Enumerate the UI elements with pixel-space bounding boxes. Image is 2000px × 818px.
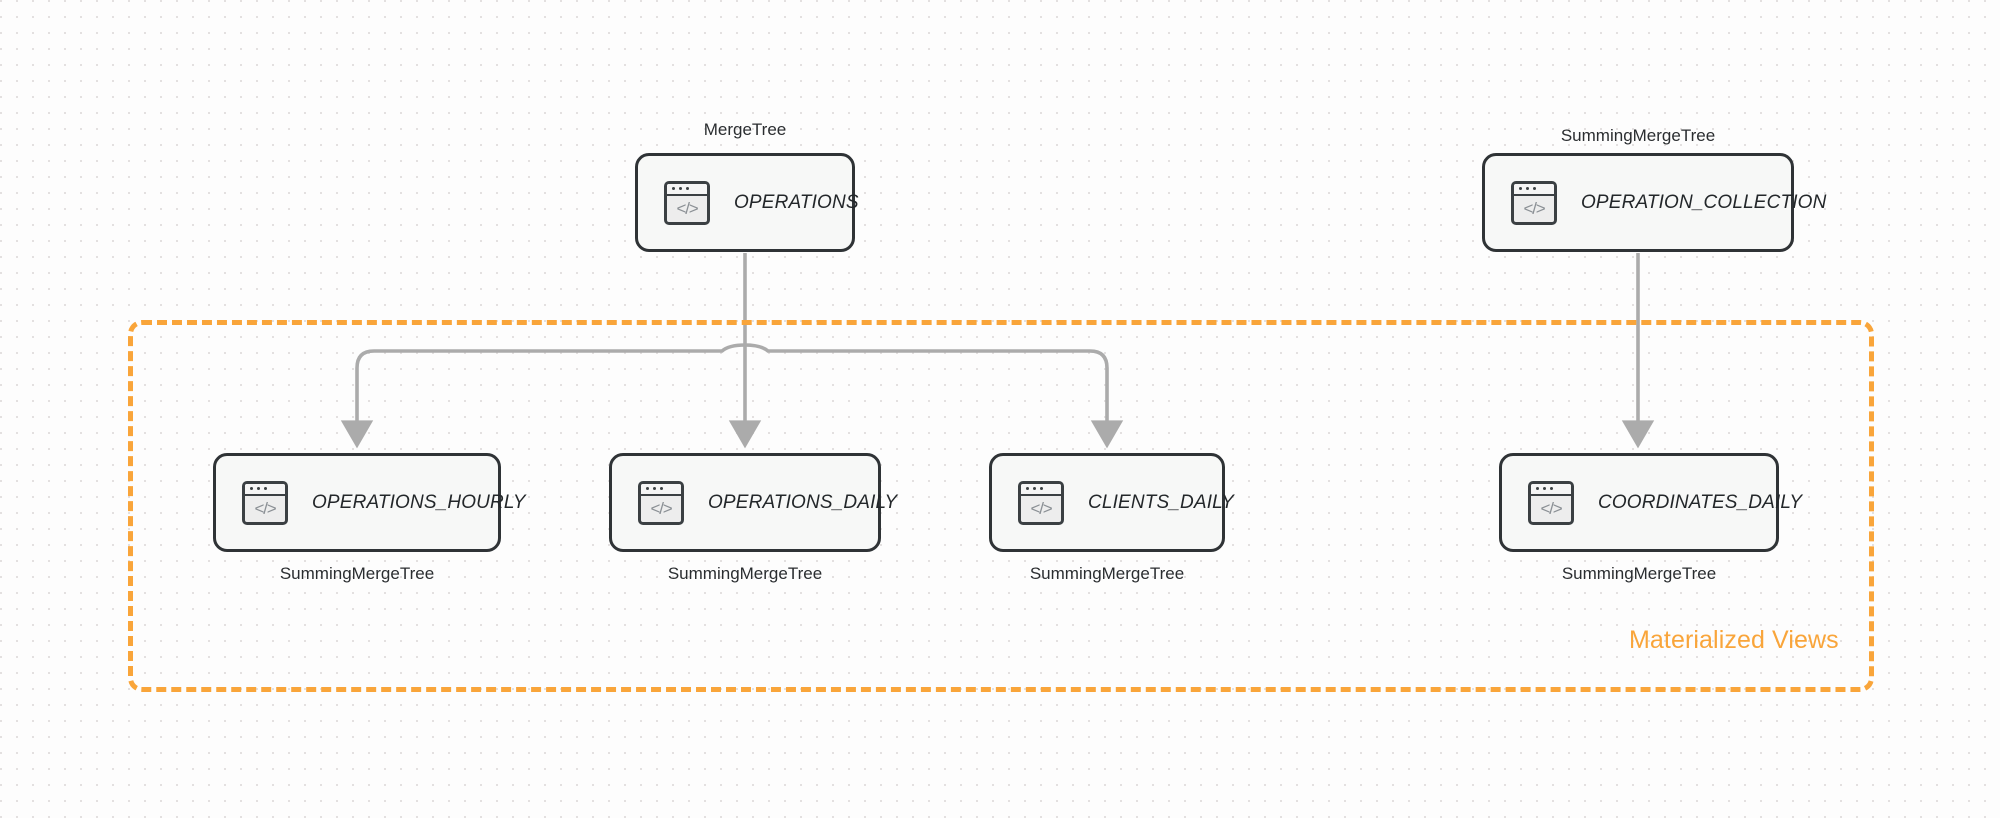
window-dot xyxy=(1039,486,1044,491)
node-card[interactable]: </> OPERATION_COLLECTION xyxy=(1482,153,1826,252)
code-window-icon: </> xyxy=(638,480,684,525)
window-dot xyxy=(1525,186,1530,191)
materialized-views-caption: Materialized Views xyxy=(1629,626,1839,654)
node-clients-daily[interactable]: </> CLIENTS_DAILY xyxy=(989,453,1234,552)
window-title-bar xyxy=(245,483,285,496)
node-card[interactable]: </> CLIENTS_DAILY xyxy=(989,453,1234,552)
code-window-icon: </> xyxy=(1511,180,1557,225)
window-title-bar xyxy=(641,483,681,496)
window-dot xyxy=(659,486,664,491)
window-dot xyxy=(646,486,650,491)
node-label: OPERATIONS xyxy=(734,191,859,213)
engine-caption-operations-daily: SummingMergeTree xyxy=(667,564,823,583)
engine-caption-operations-hourly: SummingMergeTree xyxy=(279,564,435,583)
window-dot xyxy=(256,486,261,491)
node-card[interactable]: </> OPERATIONS xyxy=(635,153,859,252)
window-dot xyxy=(1026,486,1030,491)
engine-caption-operation-collection: SummingMergeTree xyxy=(1560,126,1716,145)
code-window-icon: </> xyxy=(1528,480,1574,525)
node-label: COORDINATES_DAILY xyxy=(1598,491,1803,513)
code-glyph: </> xyxy=(254,498,277,518)
window-dot xyxy=(1519,186,1523,191)
window-dot xyxy=(652,486,657,491)
code-window-icon: </> xyxy=(242,480,288,525)
window-dot xyxy=(672,186,676,191)
window-dot xyxy=(685,186,690,191)
window-title-bar xyxy=(1021,483,1061,496)
window-dot xyxy=(1536,486,1540,491)
window-dot xyxy=(1032,486,1037,491)
node-label: OPERATION_COLLECTION xyxy=(1581,191,1827,213)
window-dot xyxy=(1542,486,1547,491)
window-title-bar xyxy=(667,183,707,196)
code-window-icon: </> xyxy=(1018,480,1064,525)
node-card[interactable]: </> COORDINATES_DAILY xyxy=(1499,453,1802,552)
node-coordinates-daily[interactable]: </> COORDINATES_DAILY xyxy=(1499,453,1802,552)
node-card[interactable]: </> OPERATIONS_DAILY xyxy=(609,453,897,552)
window-title-bar xyxy=(1514,183,1554,196)
window-dot xyxy=(263,486,268,491)
node-label: OPERATIONS_HOURLY xyxy=(312,491,526,513)
code-window-icon: </> xyxy=(664,180,710,225)
code-glyph: </> xyxy=(1030,498,1053,518)
engine-caption-operations: MergeTree xyxy=(703,120,787,139)
window-dot xyxy=(250,486,254,491)
code-glyph: </> xyxy=(676,198,699,218)
window-dot xyxy=(678,186,683,191)
code-glyph: </> xyxy=(650,498,673,518)
window-title-bar xyxy=(1531,483,1571,496)
window-dot xyxy=(1549,486,1554,491)
node-operations-hourly[interactable]: </> OPERATIONS_HOURLY xyxy=(213,453,526,552)
node-operations-daily[interactable]: </> OPERATIONS_DAILY xyxy=(609,453,897,552)
code-glyph: </> xyxy=(1540,498,1563,518)
node-operations[interactable]: </> OPERATIONS xyxy=(635,153,859,252)
code-glyph: </> xyxy=(1523,198,1546,218)
engine-caption-coordinates-daily: SummingMergeTree xyxy=(1561,564,1717,583)
node-card[interactable]: </> OPERATIONS_HOURLY xyxy=(213,453,526,552)
window-dot xyxy=(1532,186,1537,191)
node-label: OPERATIONS_DAILY xyxy=(708,491,898,513)
materialized-views-group xyxy=(128,320,1874,692)
node-label: CLIENTS_DAILY xyxy=(1088,491,1234,513)
node-operation-collection[interactable]: </> OPERATION_COLLECTION xyxy=(1482,153,1826,252)
engine-caption-clients-daily: SummingMergeTree xyxy=(1029,564,1185,583)
